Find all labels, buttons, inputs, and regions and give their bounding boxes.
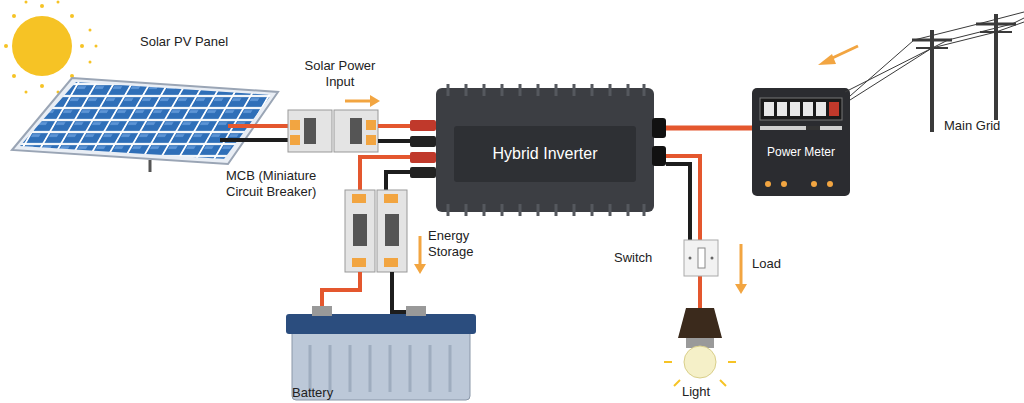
switch <box>684 240 718 276</box>
flow-label: Solar Power Input <box>300 58 380 89</box>
flow-label: Load <box>752 256 802 272</box>
switch-label: Switch <box>614 250 674 266</box>
meter-body <box>752 88 850 196</box>
panel-label: Solar PV Panel <box>140 34 250 50</box>
mcb-breaker <box>345 190 407 272</box>
light-bulb <box>664 308 736 386</box>
meter-box: Power Meter <box>752 134 850 170</box>
power-wire <box>666 126 752 131</box>
light-label: Light <box>682 384 732 400</box>
flow-arrow <box>345 46 858 294</box>
battery-label: Battery <box>292 385 352 401</box>
battery <box>286 306 476 400</box>
flow-label: Energy Storage <box>428 228 488 259</box>
node-label: Power Meter <box>767 145 835 159</box>
node-label: Hybrid Inverter <box>493 145 598 163</box>
grid-poles <box>845 12 1024 132</box>
inverter-box: Hybrid Inverter <box>454 126 636 182</box>
inverter-body <box>436 84 666 216</box>
mcb-breaker <box>288 110 378 152</box>
mcb-label: MCB (Miniature Circuit Breaker) <box>226 168 344 199</box>
grid-label: Main Grid <box>944 118 1020 134</box>
